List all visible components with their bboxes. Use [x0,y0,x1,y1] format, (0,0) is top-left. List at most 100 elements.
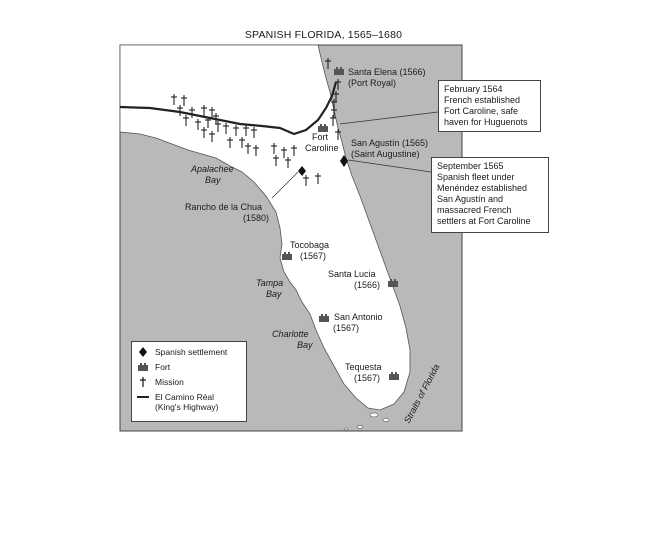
mission-cross-icon [271,143,277,154]
fort-icon [389,372,399,380]
label-port-royal: (Port Royal) [348,78,396,88]
callout-february-1564: February 1564 French established Fort Ca… [438,80,541,132]
cross-icon [137,377,149,387]
legend-road-name: El Camino Réal [155,392,215,402]
fort-icon [334,67,344,75]
label-fort-caroline-1: Fort [312,132,329,142]
map-legend: Spanish settlement Fort Mission El Camin… [131,341,247,422]
label-san-agustin: San Agustín (1565) [351,138,428,148]
road-line-icon [137,392,149,402]
mission-cross-icon [325,58,331,69]
label-tampa-bay-1: Tampa [256,278,283,288]
fort-icon [137,362,149,372]
callout-line: French established [444,95,521,105]
forts-group [282,67,399,380]
label-tequesta-year: (1567) [354,373,380,383]
callout-line: Spanish fleet under [437,172,515,182]
callout-line: San Agustín and [437,194,504,204]
label-charlotte-bay-2: Bay [297,340,313,350]
label-rancho-de-la-chua: Rancho de la Chua [185,202,262,212]
callout-line: Menéndez established [437,183,528,193]
fort-icon [318,124,328,132]
fort-icon [319,314,329,322]
mission-cross-icon [285,157,291,168]
legend-label-fort: Fort [155,362,171,372]
label-santa-lucia: Santa Lucia [328,269,376,279]
label-saint-augustine: (Saint Augustine) [351,149,420,159]
mission-cross-icon [223,123,229,134]
legend-item-road: El Camino Réal (King's Highway) [137,392,219,412]
label-apalachee-bay-2: Bay [205,175,221,185]
mission-cross-icon [303,175,309,186]
mission-cross-icon [335,129,341,140]
callout-september-1565: September 1565 Spanish fleet under Menén… [431,157,549,233]
legend-label-settlement: Spanish settlement [155,347,228,357]
legend-item-mission: Mission [137,377,184,387]
mission-cross-icon [215,121,221,132]
label-san-antonio-year: (1567) [333,323,359,333]
callout-line: settlers at Fort Caroline [437,216,531,226]
mission-cross-icon [205,117,211,128]
label-fort-caroline-2: Caroline [305,143,339,153]
label-santa-elena: Santa Elena (1566) [348,67,426,77]
mission-cross-icon [291,145,297,156]
mission-cross-icon [243,125,249,136]
settlement-marker-rancho-de-la-chua [298,166,306,176]
label-rancho-year: (1580) [243,213,269,223]
legend-item-settlement: Spanish settlement [137,347,227,357]
mission-cross-icon [253,145,259,156]
mission-cross-icon [281,147,287,158]
mission-cross-icon [239,137,245,148]
mission-cross-icon [245,143,251,154]
mission-cross-icon [335,79,341,90]
mission-cross-icon [183,115,189,126]
label-tocobaga-year: (1567) [300,251,326,261]
mission-cross-icon [189,107,195,118]
key-island [369,412,379,418]
diamond-icon [137,347,149,357]
mission-cross-icon [331,107,337,118]
mission-cross-icon [273,155,279,166]
label-tocobaga: Tocobaga [290,240,329,250]
callout-line: Fort Caroline, safe [444,106,519,116]
settlement-marker-san-agustin [340,155,348,167]
fort-icon [282,252,292,260]
mission-cross-icon [315,173,321,184]
label-santa-lucia-year: (1566) [354,280,380,290]
mission-cross-icon [251,127,257,138]
leader-line [271,171,299,199]
key-island [343,427,349,431]
mission-cross-icon [209,107,215,118]
legend-label-road: El Camino Réal (King's Highway) [155,392,219,412]
label-charlotte-bay-1: Charlotte [272,329,309,339]
callout-line: September 1565 [437,161,504,171]
label-tampa-bay-2: Bay [266,289,282,299]
label-apalachee-bay-1: Apalachee [190,164,234,174]
mission-cross-icon [227,137,233,148]
label-san-antonio: San Antonio [334,312,383,322]
map-title: SPANISH FLORIDA, 1565–1680 [244,29,403,41]
mission-cross-icon [333,91,339,102]
missions-group [171,58,341,186]
callout-line: massacred French [437,205,512,215]
mission-cross-icon [177,105,183,116]
legend-item-fort: Fort [137,362,170,372]
legend-label-mission: Mission [155,377,184,387]
key-island [382,418,390,422]
key-island [356,425,364,429]
mission-cross-icon [171,94,177,105]
leader-line [339,111,439,125]
legend-road-alt-name: (King's Highway) [155,402,219,412]
callout-line: February 1564 [444,84,503,94]
mission-cross-icon [209,131,215,142]
mission-cross-icon [330,115,336,126]
fort-icon [388,279,398,287]
mission-cross-icon [201,105,207,116]
leader-line [347,159,432,173]
mission-cross-icon [213,113,219,124]
mission-cross-icon [201,127,207,138]
mission-cross-icon [195,119,201,130]
mission-cross-icon [181,95,187,106]
label-tequesta: Tequesta [345,362,382,372]
callout-line: haven for Huguenots [444,117,528,127]
